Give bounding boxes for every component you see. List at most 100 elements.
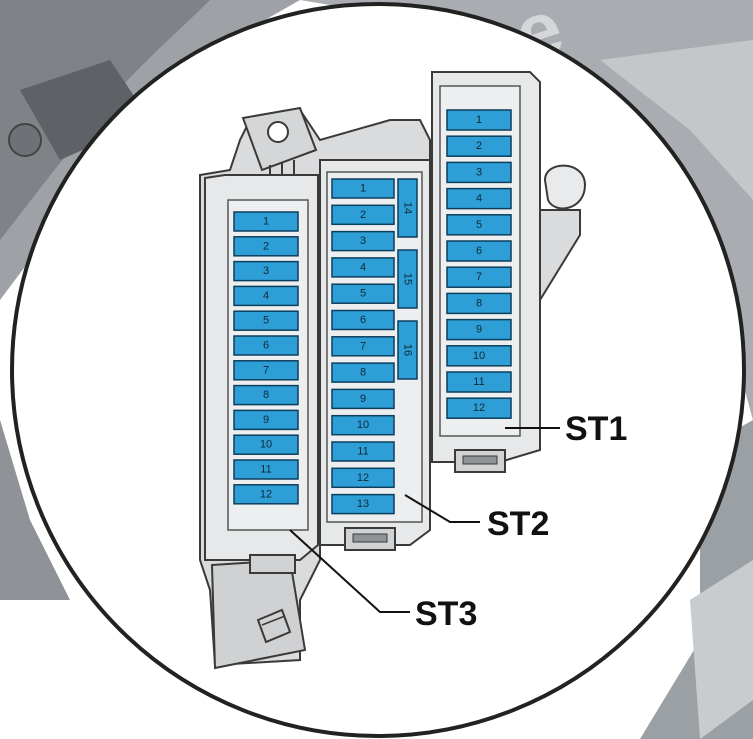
fuse-st2-3: 3: [331, 230, 395, 252]
fuse-body: [331, 336, 395, 357]
fuse-body: [331, 414, 395, 436]
fuse-number: 10: [357, 419, 369, 431]
fuse-body: [397, 320, 418, 380]
fuse-body: [331, 362, 395, 383]
fuse-st2-13: 13: [331, 493, 395, 515]
fuse-number: 4: [263, 290, 269, 302]
fuse-st1-6: 6: [446, 240, 512, 262]
fuse-number: 9: [476, 324, 482, 336]
fuse-body: [233, 335, 299, 356]
fuse-number: 3: [263, 265, 269, 277]
fuse-st3-10: 10: [233, 434, 299, 455]
fuse-st2-2: 2: [331, 204, 395, 226]
fuse-st3-7: 7: [233, 360, 299, 381]
fuse-body: [446, 214, 512, 236]
fuse-st3-3: 3: [233, 260, 299, 282]
fuse-number: 5: [263, 315, 269, 327]
fuse-st3-11: 11: [233, 459, 299, 480]
fuse-st1-5: 5: [446, 214, 512, 236]
fuse-number: 9: [263, 414, 269, 426]
fuse-st1-10: 10: [446, 345, 512, 367]
fuse-number: 1: [263, 216, 269, 228]
fuse-number: 11: [260, 464, 271, 476]
fuse-st2-15: 15: [397, 249, 418, 309]
fuse-number: 16: [402, 344, 414, 356]
fuse-number: 10: [473, 350, 485, 362]
fuse-st2-7: 7: [331, 336, 395, 357]
fuse-body: [233, 285, 299, 307]
fuse-body: [446, 135, 512, 157]
fuse-body: [446, 109, 512, 131]
fuse-body: [331, 257, 395, 278]
fuse-body: [446, 371, 512, 393]
fuse-number: 11: [357, 446, 368, 458]
fuse-body: [331, 204, 395, 226]
fuse-body: [446, 187, 512, 210]
fuse-number: 12: [260, 488, 272, 500]
fuse-number: 3: [476, 166, 482, 178]
fuse-st2-1: 1: [331, 178, 395, 199]
fuse-number: 15: [402, 273, 414, 285]
fuse-body: [446, 266, 512, 288]
fuse-body: [331, 309, 395, 331]
fuse-st2-8: 8: [331, 362, 395, 383]
fuse-st1-12: 12: [446, 397, 512, 419]
fuse-st2-12: 12: [331, 467, 395, 489]
fuse-body: [397, 249, 418, 309]
fuse-st1-4: 4: [446, 187, 512, 210]
fuse-side-column-st2: 14 15 16: [397, 178, 418, 380]
fuse-st2-9: 9: [331, 388, 395, 410]
fuse-st3-8: 8: [233, 384, 299, 406]
fuse-body: [331, 493, 395, 515]
fuse-st1-11: 11: [446, 371, 512, 393]
fuse-number: 5: [476, 219, 482, 231]
fuse-st1-1: 1: [446, 109, 512, 131]
fuse-st2-6: 6: [331, 309, 395, 331]
fuse-body: [331, 230, 395, 252]
fuse-number: 8: [360, 367, 366, 379]
fuse-body: [233, 459, 299, 480]
fuse-body: [233, 211, 299, 232]
fuse-body: [233, 484, 299, 505]
fuse-st2-14: 14: [397, 178, 418, 238]
fuse-st3-4: 4: [233, 285, 299, 307]
fuse-body: [233, 384, 299, 406]
fuse-body: [446, 161, 512, 184]
fuse-number: 5: [360, 288, 366, 300]
fuse-body: [233, 236, 299, 257]
fuse-body: [397, 178, 418, 238]
leader-st2: [404, 494, 480, 523]
fuse-number: 9: [360, 393, 366, 405]
callout-leaders: [289, 427, 560, 613]
fuse-number: 11: [473, 376, 484, 388]
fuse-st3-6: 6: [233, 335, 299, 356]
fuse-number: 3: [360, 235, 366, 247]
fuse-body: [446, 240, 512, 262]
label-st3: ST3: [415, 595, 477, 633]
leader-st3: [289, 529, 410, 613]
fuse-body: [331, 467, 395, 489]
fuse-number: 6: [263, 340, 269, 352]
fuse-st2-16: 16: [397, 320, 418, 380]
fuse-number: 7: [360, 340, 366, 352]
fuse-body: [233, 260, 299, 282]
fuse-number: 14: [402, 202, 414, 214]
fuse-st3-9: 9: [233, 409, 299, 431]
fuse-st1-9: 9: [446, 318, 512, 341]
fuse-st3-5: 5: [233, 310, 299, 331]
fuse-st2-4: 4: [331, 257, 395, 278]
fuse-number: 4: [476, 193, 482, 205]
label-st2: ST2: [487, 505, 549, 543]
fuse-body: [233, 360, 299, 381]
fuse-number: 2: [360, 209, 366, 221]
fuse-number: 1: [360, 183, 366, 195]
fuse-st2-11: 11: [331, 441, 395, 462]
fuse-body: [331, 178, 395, 199]
